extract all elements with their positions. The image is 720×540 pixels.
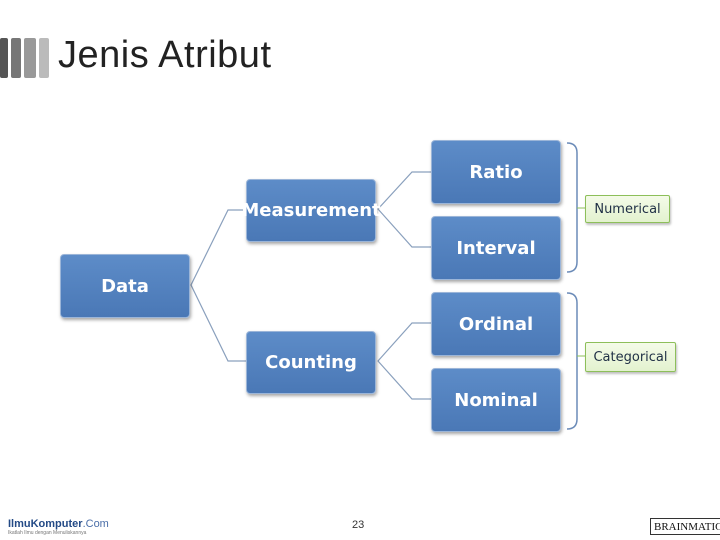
node-ordinal: Ordinal xyxy=(431,292,561,356)
node-interval: Interval xyxy=(431,216,561,280)
footer-ilmukomputer-logo: IlmuKomputer.Com Ikatlah Ilmu dengan Men… xyxy=(8,518,109,536)
slide-title: Jenis Atribut xyxy=(58,34,272,76)
bracket-numerical xyxy=(566,142,578,273)
node-nominal: Nominal xyxy=(431,368,561,432)
bracket-categorical xyxy=(566,292,578,430)
node-counting: Counting xyxy=(246,331,376,394)
title-accent-bars xyxy=(0,38,52,78)
connector-counting-leaves xyxy=(377,322,431,400)
connector-data-branches xyxy=(190,209,246,362)
footer-brainmatics-logo: BRAINMATICS xyxy=(650,518,720,535)
connector-measurement-leaves xyxy=(377,171,431,248)
page-number: 23 xyxy=(352,519,365,531)
node-ratio: Ratio xyxy=(431,140,561,204)
group-categorical: Categorical xyxy=(585,342,676,372)
footer-brand-suffix: .Com xyxy=(82,518,109,530)
group-numerical: Numerical xyxy=(585,195,670,223)
footer-tagline: Ikatlah Ilmu dengan Menuliskannya xyxy=(8,530,87,536)
node-data: Data xyxy=(60,254,190,318)
node-measurement: Measurement xyxy=(241,179,381,242)
footer-brand-name: IlmuKomputer xyxy=(8,518,83,530)
